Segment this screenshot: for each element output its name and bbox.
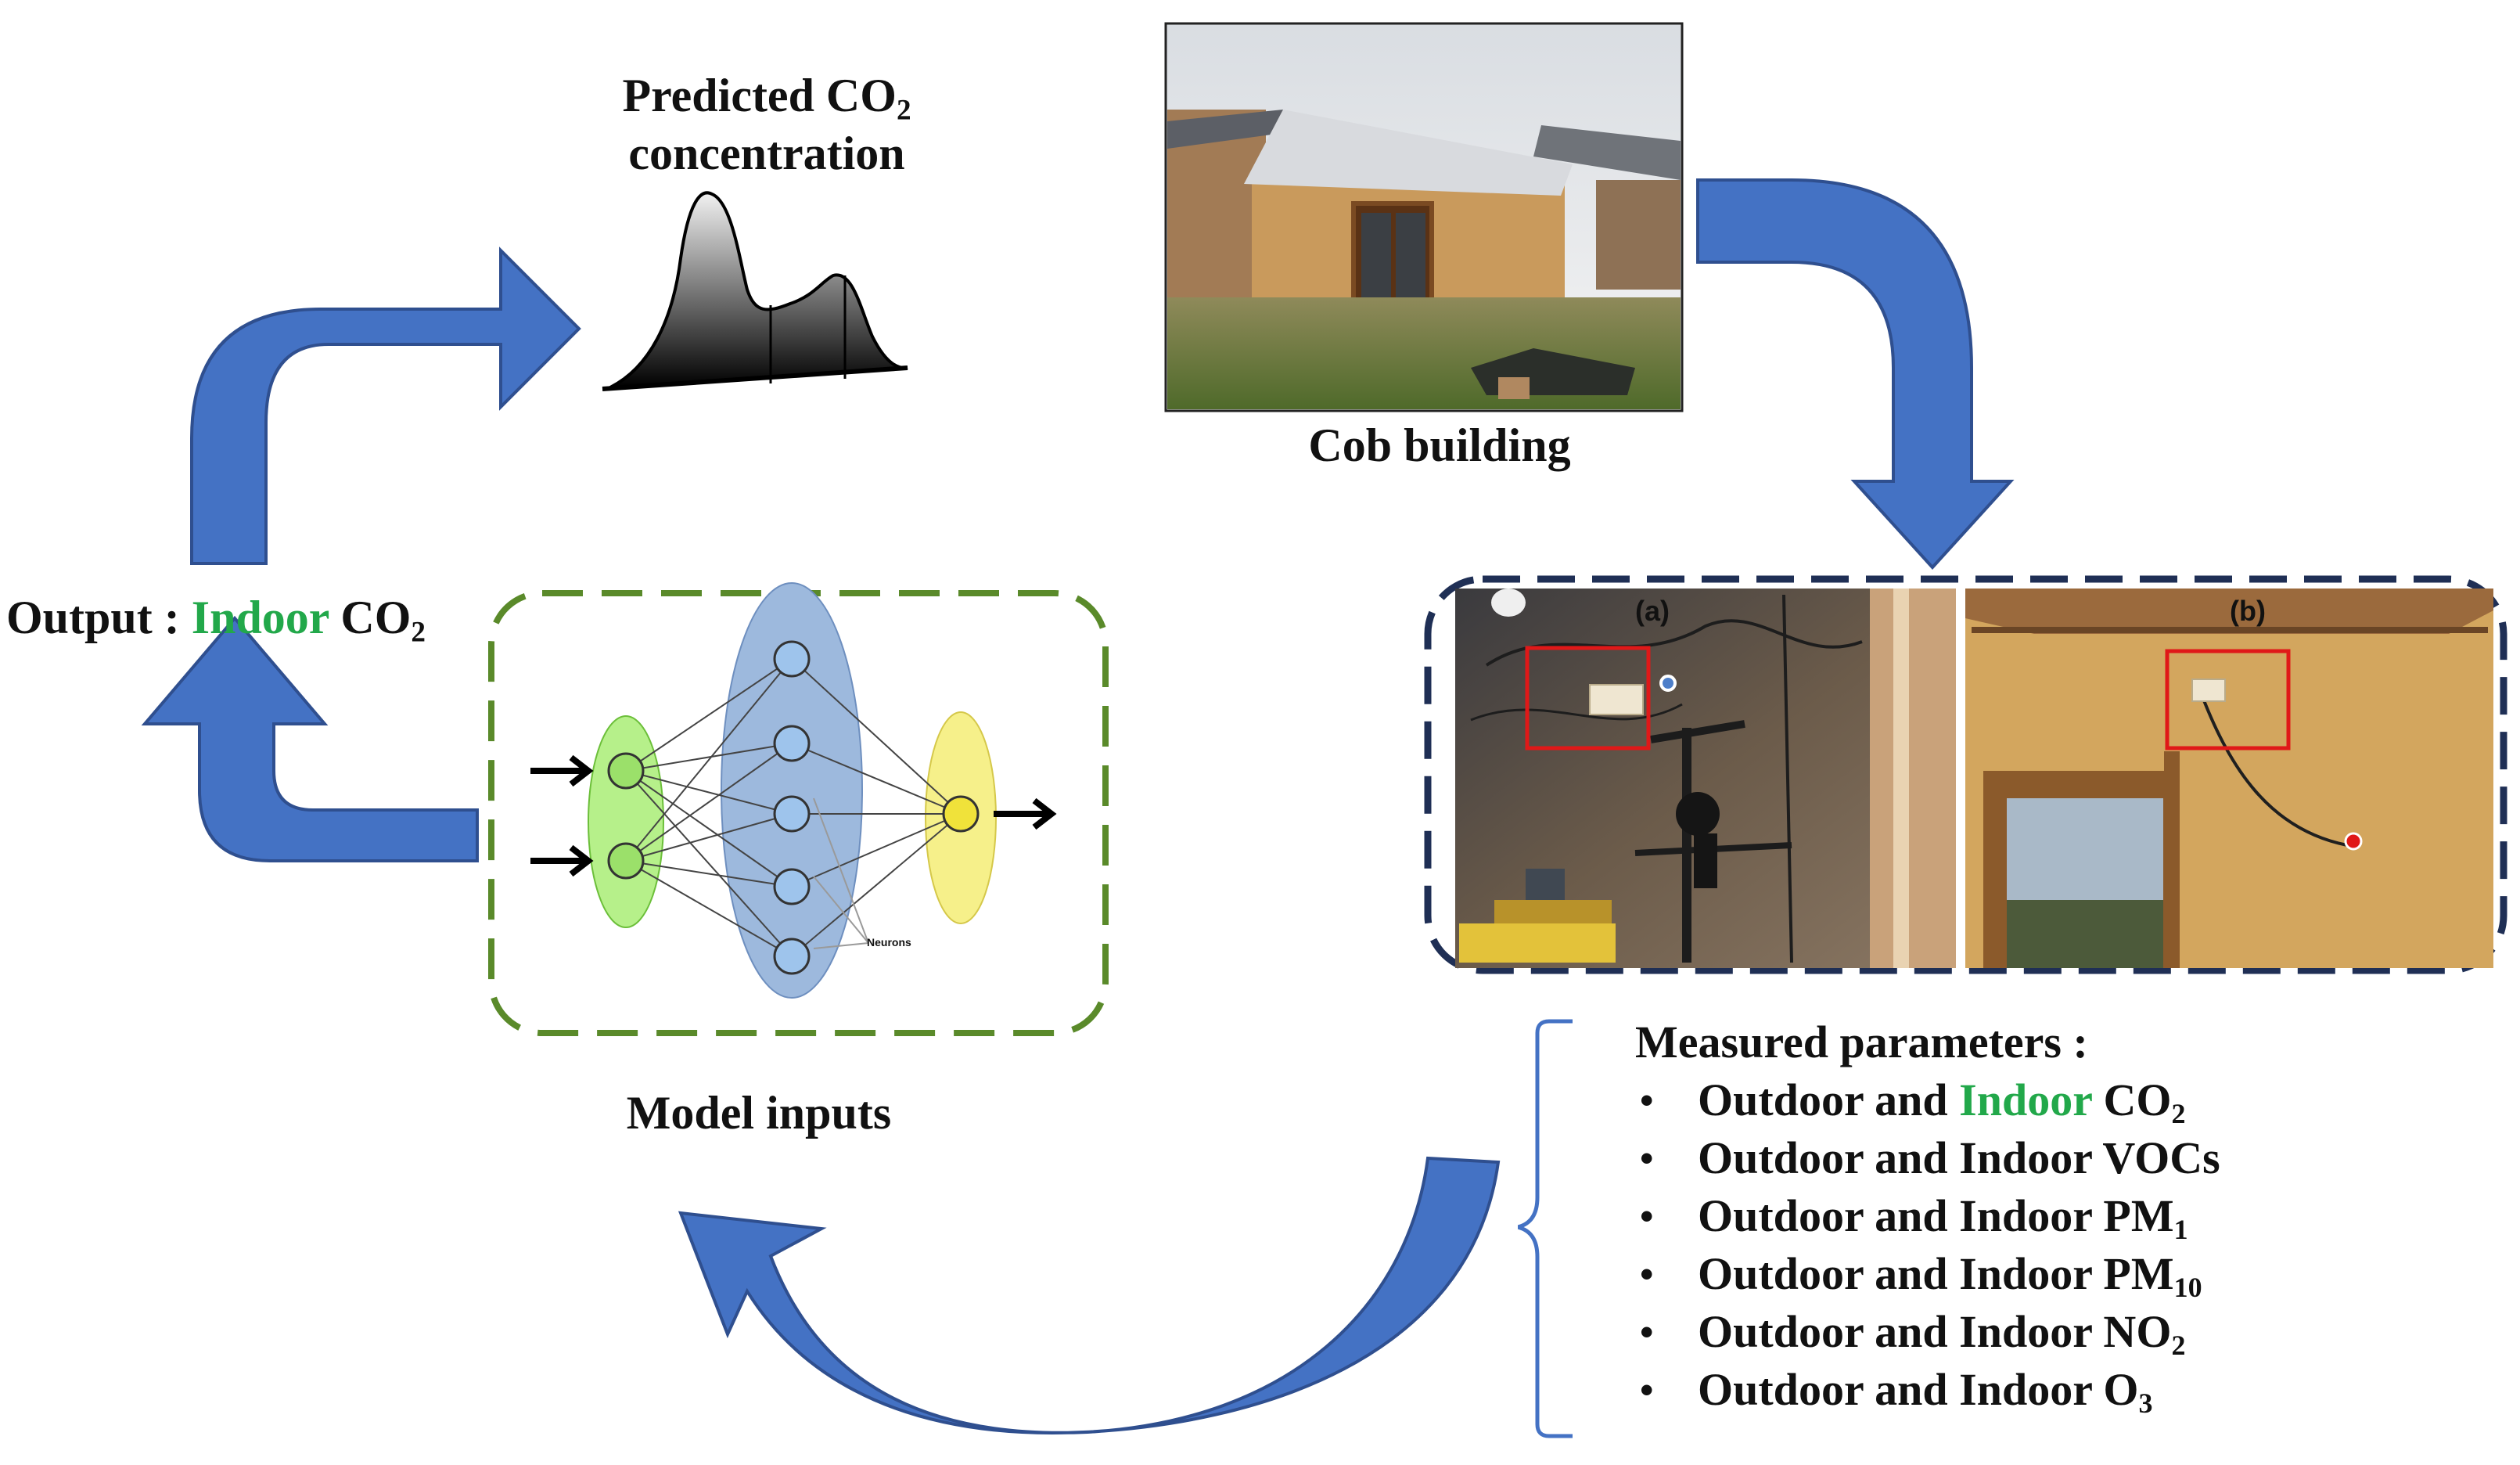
photo-a [1455,589,1956,968]
arrow-building-to-photos [1696,178,2015,570]
list-item: Outdoor and Indoor CO2 [1635,1071,2220,1129]
list-item: Outdoor and Indoor O3 [1635,1361,2220,1419]
list-item: Outdoor and Indoor PM10 [1635,1245,2220,1303]
parameters-title: Measured parameters : [1635,1017,2088,1067]
arrow-output-to-predicted [190,247,581,565]
cob-building-label: Cob building [1308,419,1571,471]
photo-b [1965,589,2493,968]
neurons-label: Neurons [867,936,911,948]
photo-a-label: (a) [1635,595,1670,627]
output-label: Output : Indoor CO2 [6,592,426,649]
parameters-brace [1518,1019,1573,1438]
list-item: Outdoor and Indoor NO2 [1635,1303,2220,1361]
distribution-baseline [602,365,908,391]
list-item: Outdoor and Indoor PM1 [1635,1187,2220,1245]
arrow-parameters-to-model [678,1156,1501,1434]
neural-network [530,582,1057,999]
predicted-co2-title: Predicted CO2 concentration [622,70,911,179]
list-item: Outdoor and Indoor VOCs [1635,1129,2220,1187]
photo-b-label: (b) [2230,595,2266,627]
distribution-curve [609,191,908,389]
cob-building-photo [1164,22,1684,412]
parameters-list: Outdoor and Indoor CO2 Outdoor and Indoo… [1635,1071,2220,1419]
model-inputs-label: Model inputs [626,1087,892,1139]
measured-parameters: Measured parameters : Outdoor and Indoor… [1635,1013,2220,1419]
arrow-model-to-output [141,615,479,862]
